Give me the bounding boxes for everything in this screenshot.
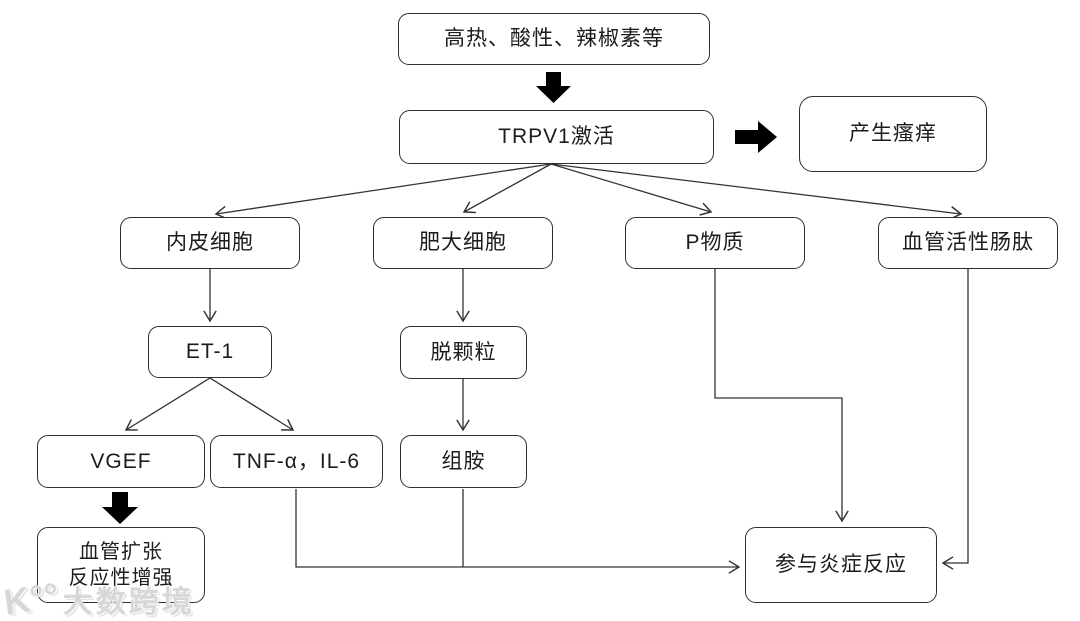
node-substance-p: P物质 [625, 217, 805, 269]
watermark-logo-icon: K°° [1, 574, 62, 621]
edge-trpv1-vip [550, 163, 963, 220]
edge-substance-p-inflammation [714, 269, 849, 523]
edge-tnf-inflammation [295, 489, 741, 574]
edge-trpv1-substance-p [550, 163, 713, 216]
edge-et1-tnf [209, 377, 295, 431]
node-itch: 产生瘙痒 [799, 96, 987, 172]
node-vip: 血管活性肠肽 [878, 217, 1058, 269]
node-degranulation: 脱颗粒 [400, 326, 527, 379]
node-vgef: VGEF [37, 435, 205, 488]
node-histamine: 组胺 [400, 435, 527, 488]
watermark-text: 大数跨境 [62, 586, 195, 619]
node-stimulus: 高热、酸性、辣椒素等 [398, 13, 710, 65]
node-vasodilation: 血管扩张 反应性增强 [37, 527, 205, 603]
edge-trpv1-endothelial [214, 163, 552, 220]
watermark: K°° 大数跨境 [1, 574, 195, 621]
edge-vip-inflammation [941, 269, 969, 570]
node-et1: ET-1 [148, 326, 272, 378]
node-trpv1: TRPV1激活 [399, 110, 714, 164]
thick-down-arrow2-icon [102, 492, 138, 524]
edge-et1-vgef [124, 377, 211, 431]
node-inflammation: 参与炎症反应 [745, 527, 937, 603]
node-tnf-il6: TNF-α，IL-6 [210, 435, 383, 488]
node-mast: 肥大细胞 [373, 217, 553, 269]
edge-trpv1-mast [462, 163, 552, 214]
node-endothelial: 内皮细胞 [120, 217, 300, 269]
vasodilation-line2: 反应性增强 [68, 567, 174, 589]
thick-down-arrow-icon [536, 72, 571, 103]
thick-right-arrow-icon [735, 121, 777, 153]
vasodilation-line1: 血管扩张 [79, 541, 163, 563]
